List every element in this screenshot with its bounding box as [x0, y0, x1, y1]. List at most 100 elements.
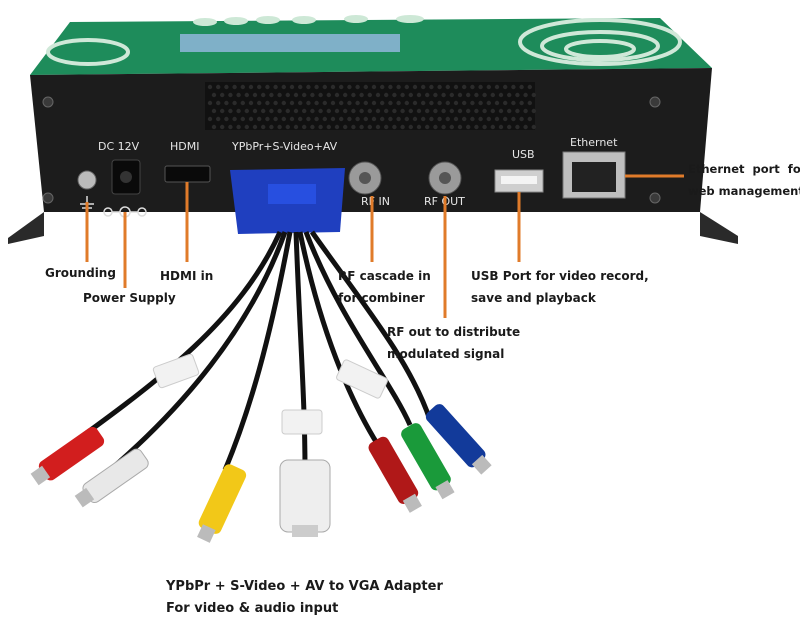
vent-hole: [453, 116, 459, 122]
vent-hole: [326, 124, 331, 130]
vent-hole: [248, 84, 254, 90]
vent-hole: [470, 100, 475, 106]
vent-hole: [474, 108, 479, 114]
usb-line-2: save and playback: [471, 291, 596, 305]
vent-hole: [248, 100, 254, 106]
vent-hole: [261, 124, 266, 130]
vent-hole: [285, 108, 290, 114]
vent-hole: [281, 100, 286, 106]
vent-hole: [449, 124, 454, 130]
vent-hole: [486, 100, 491, 106]
vent-hole: [478, 100, 483, 106]
vent-hole: [375, 92, 381, 98]
vent-hole: [339, 84, 344, 90]
vent-hole: [375, 108, 381, 114]
vent-hole: [457, 92, 463, 98]
vent-hole: [252, 92, 258, 98]
vent-hole: [252, 124, 258, 130]
vent-hole: [515, 124, 520, 130]
vent-hole: [453, 100, 459, 106]
vent-hole: [384, 108, 389, 114]
vent-hole: [433, 92, 438, 98]
vent-hole: [408, 124, 413, 130]
vent-hole: [457, 124, 463, 130]
vent-hole: [466, 92, 471, 98]
vent-hole: [318, 92, 323, 98]
vent-hole: [293, 108, 299, 114]
vent-hole: [211, 124, 217, 130]
vent-hole: [503, 84, 508, 90]
vent-hole: [507, 92, 512, 98]
vent-hole: [207, 116, 213, 122]
vent-hole: [416, 92, 422, 98]
vent-hole: [310, 108, 315, 114]
vent-hole: [257, 100, 262, 106]
vent-hole: [220, 108, 225, 114]
vent-hole: [511, 100, 516, 106]
hdmi-port-icon: [164, 165, 211, 183]
vent-hole: [314, 116, 319, 122]
vent-hole: [404, 84, 409, 90]
vent-hole: [433, 108, 438, 114]
vent-hole: [441, 92, 446, 98]
vent-hole: [474, 124, 479, 130]
vent-hole: [449, 108, 454, 114]
vent-hole: [310, 92, 315, 98]
vent-hole: [211, 92, 217, 98]
vent-hole: [412, 116, 418, 122]
vent-hole: [261, 92, 266, 98]
vent-hole: [330, 116, 336, 122]
vent-hole: [527, 116, 532, 122]
vent-hole: [445, 116, 450, 122]
ethernet-line-2: web management: [688, 184, 800, 198]
vent-hole: [224, 84, 229, 90]
vent-hole: [224, 100, 229, 106]
vent-hole: [494, 100, 500, 106]
vent-hole: [306, 100, 311, 106]
vent-hole: [527, 84, 532, 90]
vent-hole: [363, 116, 368, 122]
vent-hole: [523, 108, 528, 114]
vent-hole: [228, 92, 233, 98]
vent-hole: [339, 116, 344, 122]
vent-hole: [531, 124, 536, 130]
adapter-caption: YPbPr + S-Video + AV to VGA Adapter For …: [166, 576, 443, 620]
vent-hole: [318, 108, 323, 114]
vent-hole: [515, 108, 520, 114]
vent-hole: [355, 84, 360, 90]
ethernet-caption: Ethernet port for web management: [688, 158, 800, 202]
vent-hole: [408, 92, 413, 98]
vent-hole: [384, 124, 389, 130]
logo-swirl-icon: [46, 18, 682, 66]
vent-hole: [437, 100, 442, 106]
vent-hole: [371, 100, 377, 106]
vent-hole: [437, 116, 442, 122]
vent-hole: [392, 124, 397, 130]
vent-hole: [228, 124, 233, 130]
vent-hole: [330, 84, 336, 90]
vent-hole: [511, 84, 516, 90]
vent-hole: [498, 108, 504, 114]
leader-lines: [85, 174, 684, 318]
rf-cascade-line-1: RF cascade in: [338, 269, 431, 283]
vent-hole: [318, 124, 323, 130]
vent-hole: [412, 100, 418, 106]
vent-hole: [252, 108, 258, 114]
hdmi-in-caption: HDMI in: [160, 269, 214, 283]
vent-hole: [367, 108, 372, 114]
vent-hole: [269, 124, 274, 130]
vent-hole: [216, 116, 221, 122]
vent-hole: [236, 92, 241, 98]
vent-hole: [404, 116, 409, 122]
rca-plug-green-icon: [401, 423, 455, 500]
vent-hole: [396, 100, 401, 106]
vent-hole: [334, 92, 340, 98]
vent-hole: [220, 92, 225, 98]
vent-hole: [347, 116, 352, 122]
vent-hole: [363, 100, 368, 106]
rf-out-caption: RF out to distribute modulated signal: [387, 321, 520, 365]
vent-hole: [466, 124, 471, 130]
vent-hole: [207, 100, 213, 106]
vent-hole: [265, 116, 270, 122]
